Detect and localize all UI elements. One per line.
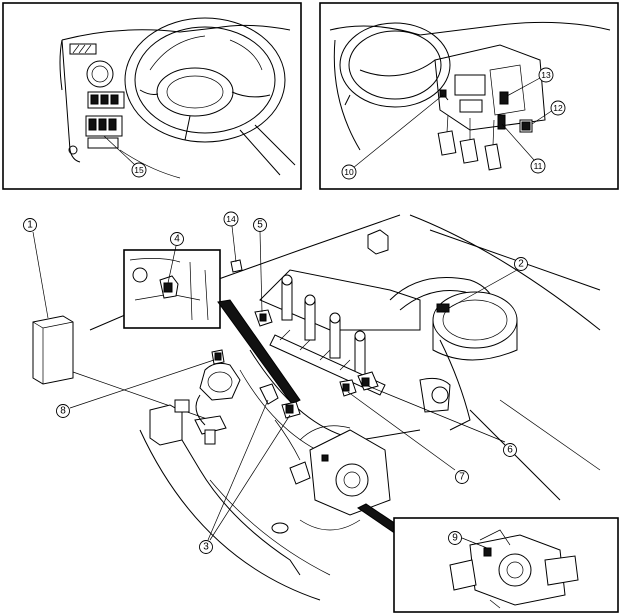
steering-hub	[156, 67, 234, 117]
dash-vent	[69, 43, 97, 55]
sensor-7	[342, 383, 350, 392]
callout-8: 8	[56, 404, 70, 418]
sensor-4	[163, 282, 173, 293]
svg-text:4: 4	[174, 234, 180, 245]
switch-13	[499, 91, 509, 105]
callout-7: 7	[455, 470, 469, 484]
leader-7	[347, 391, 456, 471]
callout-15: 15	[131, 162, 147, 178]
common-rail	[269, 334, 386, 396]
callout-5: 5	[253, 218, 267, 232]
air-cleaner	[432, 291, 518, 349]
sensor-3a	[259, 383, 279, 405]
inset-pointer-4	[217, 299, 301, 405]
svg-text:12: 12	[553, 103, 563, 113]
sensor-8	[214, 352, 222, 361]
svg-text:2: 2	[518, 259, 524, 270]
callout-14: 14	[223, 211, 239, 227]
leader-3	[207, 399, 269, 541]
sensor-2	[436, 303, 450, 313]
leader-13	[506, 77, 541, 97]
leader-10	[352, 94, 444, 169]
svg-text:1: 1	[27, 220, 33, 231]
callout-6: 6	[503, 443, 517, 457]
turbo	[419, 377, 451, 413]
svg-text:10: 10	[344, 167, 354, 177]
leader-11	[501, 123, 535, 161]
callout-12: 12	[550, 100, 566, 116]
injectors	[281, 274, 366, 377]
pedal-3	[484, 143, 502, 171]
top-left-frame	[2, 2, 302, 190]
steering-wheel-2	[339, 22, 451, 108]
leader-5	[259, 231, 263, 313]
leader-14	[231, 225, 237, 263]
steering-wheel	[124, 17, 286, 143]
svg-text:11: 11	[534, 161, 543, 171]
leader-4	[167, 245, 177, 284]
reservoir-cap	[367, 229, 389, 255]
pedal-1	[437, 130, 457, 156]
svg-text:3: 3	[203, 542, 209, 553]
callout-3: 3	[199, 540, 213, 554]
switch-10	[439, 89, 447, 98]
callout-10: 10	[341, 164, 357, 180]
callout-9: 9	[448, 531, 462, 545]
dashboard-switch-panel	[2, 2, 302, 190]
under-dash-panel	[319, 2, 619, 190]
callout-2: 2	[514, 257, 528, 271]
leader-1	[32, 231, 49, 319]
svg-text:15: 15	[134, 165, 144, 175]
svg-text:5: 5	[257, 220, 263, 231]
leader-15	[103, 135, 136, 166]
switch-11	[497, 114, 506, 130]
callout-4: 4	[170, 232, 184, 246]
sensor-9	[483, 547, 492, 557]
ecu-harness	[72, 371, 211, 421]
leader-2	[448, 269, 518, 309]
callouts: 1 2 3 4 5 6 7 8	[23, 67, 566, 554]
pump-detail	[469, 534, 566, 606]
callout-1: 1	[23, 218, 37, 232]
sensor-6	[361, 377, 370, 387]
leader-9	[461, 537, 488, 549]
svg-text:7: 7	[459, 472, 465, 483]
svg-text:14: 14	[226, 214, 236, 224]
leader-6	[367, 385, 506, 443]
svg-text:9: 9	[452, 533, 458, 544]
svg-text:8: 8	[60, 406, 66, 417]
engine-bay	[32, 214, 619, 613]
svg-text:6: 6	[507, 445, 513, 456]
callout-11: 11	[530, 158, 546, 174]
egr-valve	[199, 362, 241, 401]
leader-8	[69, 359, 215, 409]
pedal-2	[459, 138, 479, 164]
sensor-14	[230, 259, 243, 273]
leader-12	[531, 109, 554, 125]
callout-13: 13	[538, 67, 554, 83]
svg-text:13: 13	[541, 70, 551, 80]
